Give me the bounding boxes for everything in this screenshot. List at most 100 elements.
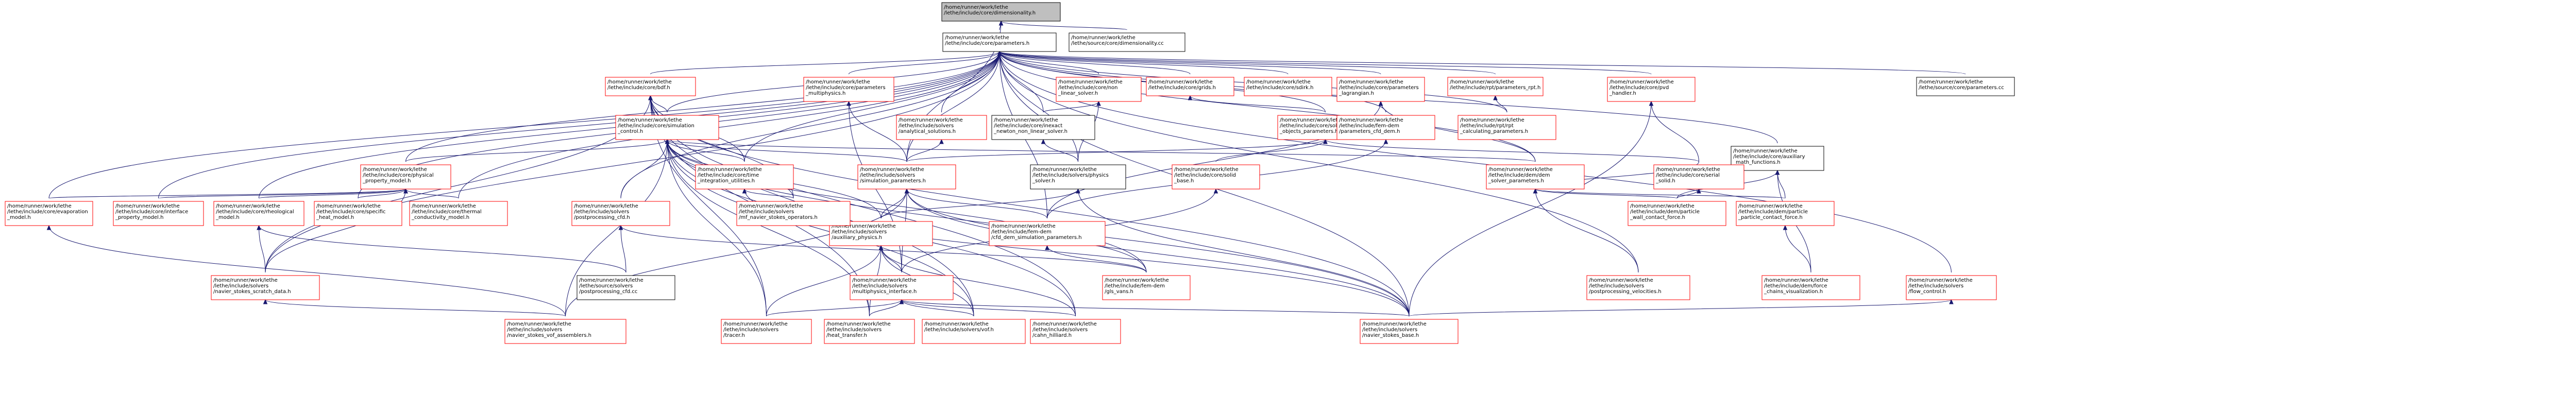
- edge-simparams-to-cfddemsim: [904, 188, 1047, 219]
- header-node-multiint[interactable]: /home/runner/work/lethe/lethe/include/co…: [695, 164, 794, 190]
- node-box: [1607, 77, 1696, 102]
- node-box: [571, 201, 670, 226]
- header-node-nsassem[interactable]: /home/runner/work/lethe/lethe/include/so…: [504, 319, 626, 344]
- edge-physprop-to-iface: [158, 188, 408, 199]
- header-node-iface[interactable]: /home/runner/work/lethe/lethe/include/co…: [113, 201, 204, 226]
- node-box: [1486, 164, 1585, 190]
- node-label-line: /home/runner/work/lethe: [316, 203, 381, 209]
- node-label-line: /lethe/include/core/time: [698, 173, 759, 178]
- node-label-line: /home/runner/work/lethe: [739, 203, 803, 209]
- header-node-grids[interactable]: /home/runner/work/lethe/lethe/include/co…: [1146, 77, 1234, 96]
- header-node-cfddem_p[interactable]: /home/runner/work/lethe/lethe/include/fe…: [1336, 115, 1435, 140]
- node-label-line: /home/runner/work/lethe: [607, 79, 672, 85]
- node-label-line: /lethe/include/core/interface: [115, 209, 188, 215]
- node-box: [1172, 164, 1260, 190]
- header-node-rptcalc[interactable]: /home/runner/work/lethe/lethe/include/rp…: [1458, 115, 1556, 140]
- edge-simctrl-to-physprop: [405, 139, 670, 162]
- edge-multiint2-to-nsbase: [899, 299, 1410, 317]
- header-node-evap[interactable]: /home/runner/work/lethe/lethe/include/co…: [5, 201, 93, 226]
- node-label-line: /lethe/include/core/sdirk.h: [1246, 85, 1313, 91]
- node-label-line: /home/runner/work/lethe: [1032, 167, 1097, 173]
- header-node-pid[interactable]: /home/runner/work/lethe/lethe/include/co…: [1607, 77, 1696, 102]
- header-node-postvel[interactable]: /home/runner/work/lethe/lethe/include/so…: [1586, 275, 1690, 300]
- header-node-serial[interactable]: /home/runner/work/lethe/lethe/include/co…: [1653, 164, 1744, 190]
- header-node-physsolv[interactable]: /home/runner/work/lethe/lethe/include/so…: [1030, 164, 1126, 190]
- header-node-nonlin[interactable]: /home/runner/work/lethe/lethe/include/co…: [1056, 77, 1142, 102]
- node-box: [211, 275, 320, 300]
- node-label-line: /postprocessing_velocities.h: [1589, 289, 1662, 295]
- node-label-line: /postprocessing_cfd.h: [574, 215, 630, 220]
- node-label-line: _heat_model.h: [316, 215, 354, 220]
- header-node-specheat[interactable]: /home/runner/work/lethe/lethe/include/co…: [314, 201, 402, 226]
- node-label-line: /home/runner/work/lethe: [1339, 79, 1403, 85]
- header-node-rheo[interactable]: /home/runner/work/lethe/lethe/include/co…: [213, 201, 304, 226]
- node-label-line: /home/runner/work/lethe: [1105, 278, 1169, 283]
- header-node-thermal[interactable]: /home/runner/work/lethe/lethe/include/co…: [409, 201, 508, 226]
- node-label-line: /lethe/include/solvers: [860, 173, 915, 178]
- header-node-simparams[interactable]: /home/runner/work/lethe/lethe/include/so…: [857, 164, 956, 190]
- header-node-params[interactable]: /home/runner/work/lethe/lethe/include/co…: [942, 32, 1057, 52]
- node-box: [409, 201, 508, 226]
- node-label-line: /home/runner/work/lethe: [1589, 278, 1653, 283]
- header-node-pwall[interactable]: /home/runner/work/lethe/lethe/include/de…: [1628, 201, 1726, 226]
- header-node-sdirk[interactable]: /home/runner/work/lethe/lethe/include/co…: [1244, 77, 1332, 96]
- node-box: [942, 32, 1057, 52]
- header-node-pmulti[interactable]: /home/runner/work/lethe/lethe/include/co…: [803, 77, 894, 102]
- header-node-physprop[interactable]: /home/runner/work/lethe/lethe/include/co…: [360, 164, 451, 190]
- node-label-line: /lethe/include/dem/force: [1764, 283, 1827, 289]
- edge-physprop-to-evap: [48, 188, 408, 199]
- node-label-line: /home/runner/work/lethe: [899, 117, 963, 123]
- header-node-bdf[interactable]: /home/runner/work/lethe/lethe/include/co…: [605, 77, 696, 96]
- header-node-ppcontact[interactable]: /home/runner/work/lethe/lethe/include/de…: [1736, 201, 1835, 226]
- header-node-postcfdcc[interactable]: /home/runner/work/lethe/lethe/source/sol…: [577, 275, 675, 300]
- node-label-line: /home/runner/work/lethe: [826, 321, 891, 327]
- header-node-plag[interactable]: /home/runner/work/lethe/lethe/include/co…: [1336, 77, 1425, 102]
- node-label-line: _particle_contact_force.h: [1738, 215, 1803, 220]
- node-label-line: /home/runner/work/lethe: [1609, 79, 1674, 85]
- header-node-dimcc[interactable]: /home/runner/work/lethe/lethe/source/cor…: [1069, 32, 1185, 52]
- node-label-line: /lethe/include/solvers/physics: [1032, 173, 1109, 178]
- header-node-multiint2[interactable]: /home/runner/work/lethe/lethe/include/so…: [850, 275, 954, 300]
- header-node-cahn[interactable]: /home/runner/work/lethe/lethe/include/so…: [1030, 319, 1121, 344]
- header-node-auxmath[interactable]: /home/runner/work/lethe/lethe/include/co…: [1731, 146, 1824, 171]
- header-node-cfddemsim[interactable]: /home/runner/work/lethe/lethe/include/fe…: [989, 221, 1106, 246]
- node-box: [577, 275, 675, 300]
- edge-cfddemsim-to-gls: [1045, 245, 1147, 273]
- node-label-line: /home/runner/work/lethe: [579, 278, 643, 283]
- edge-flowctrl-to-nsbase: [1409, 299, 1954, 317]
- header-node-rptp[interactable]: /home/runner/work/lethe/lethe/include/rp…: [1447, 77, 1544, 96]
- header-node-gls[interactable]: /home/runner/work/lethe/lethe/include/fe…: [1102, 275, 1191, 300]
- node-box: [1146, 77, 1234, 96]
- header-node-mfnsop[interactable]: /home/runner/work/lethe/lethe/include/so…: [736, 201, 851, 226]
- node-label-line: /heat_transfer.h: [826, 333, 867, 338]
- node-label-line: /home/runner/work/lethe: [1764, 278, 1828, 283]
- node-label-line: /lethe/source/solvers: [579, 283, 633, 289]
- edge-inexact-to-physsolv: [1041, 139, 1078, 162]
- header-node-vof[interactable]: /home/runner/work/lethe/lethe/include/so…: [922, 319, 1026, 344]
- node-label-line: /home/runner/work/lethe: [1032, 321, 1097, 327]
- header-node-flowctrl[interactable]: /home/runner/work/lethe/lethe/include/so…: [1906, 275, 1997, 300]
- header-node-inexact[interactable]: /home/runner/work/lethe/lethe/include/co…: [991, 115, 1095, 140]
- header-node-demsolv[interactable]: /home/runner/work/lethe/lethe/include/de…: [1486, 164, 1585, 190]
- header-node-paramscc[interactable]: /home/runner/work/lethe/lethe/source/cor…: [1916, 77, 2015, 96]
- header-node-nsbase[interactable]: /home/runner/work/lethe/lethe/include/so…: [1360, 319, 1459, 344]
- node-label-line: _wall_contact_force.h: [1630, 215, 1685, 220]
- node-label-line: /lethe/include/core/pvd: [1609, 85, 1669, 91]
- node-label-line: /lethe/include/core/thermal: [412, 209, 482, 215]
- node-label-line: /lethe/include/solvers: [1032, 327, 1088, 333]
- node-label-line: /simulation_parameters.h: [860, 178, 926, 184]
- header-node-analyt[interactable]: /home/runner/work/lethe/lethe/include/so…: [896, 115, 987, 140]
- header-node-tracer[interactable]: /home/runner/work/lethe/lethe/include/so…: [721, 319, 812, 344]
- header-node-postcfd[interactable]: /home/runner/work/lethe/lethe/include/so…: [571, 201, 670, 226]
- node-label-line: /lethe/include/solvers: [852, 283, 907, 289]
- header-node-solidbase[interactable]: /home/runner/work/lethe/lethe/include/co…: [1172, 164, 1260, 190]
- node-label-line: /home/runner/work/lethe: [115, 203, 180, 209]
- node-box: [1069, 32, 1185, 52]
- header-node-simctrl[interactable]: /home/runner/work/lethe/lethe/include/co…: [615, 115, 719, 140]
- header-node-heat[interactable]: /home/runner/work/lethe/lethe/include/so…: [824, 319, 915, 344]
- header-node-root[interactable]: /home/runner/work/lethe/lethe/include/co…: [941, 2, 1061, 22]
- edge-simctrl-to-demsolv: [665, 139, 1536, 162]
- header-node-nscratch[interactable]: /home/runner/work/lethe/lethe/include/so…: [211, 275, 320, 300]
- header-node-forcechains[interactable]: /home/runner/work/lethe/lethe/include/de…: [1761, 275, 1860, 300]
- node-label-line: /home/runner/work/lethe: [1058, 79, 1123, 85]
